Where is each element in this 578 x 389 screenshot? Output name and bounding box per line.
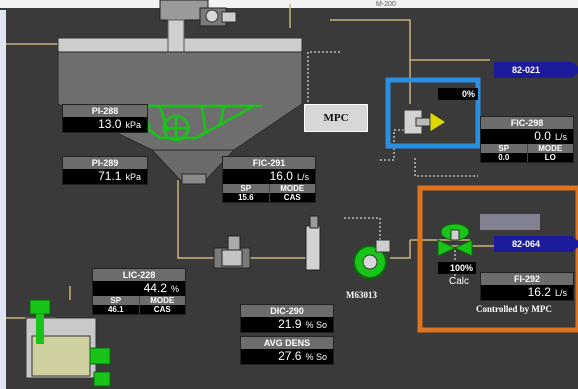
sp-value: 0.0 [481,153,527,162]
arrow-tag-bottom[interactable]: 82-064 [494,236,578,252]
valve-top-output: 0% [438,88,478,100]
value-number: 44.2 [143,281,167,295]
mode-label: MODE [527,144,573,153]
mpc-button[interactable]: MPC [304,104,368,132]
mode-label: MODE [139,296,185,305]
value-unit: % [170,284,179,294]
blurred-label [480,214,540,230]
top-window-strip [0,0,578,8]
faceplate-avg-dens[interactable]: AVG DENS 27.6% So [240,336,334,365]
top-equipment-label: M-200 [376,1,396,8]
faceplate-value: 44.2% [93,281,185,296]
faceplate-tag: LIC-228 [93,269,185,281]
inline-valve-icon[interactable] [213,235,251,269]
arrow-tag-top[interactable]: 82-021 [494,62,578,78]
faceplate-value: 27.6% So [241,349,333,364]
value-number: 27.6 [278,349,302,363]
density-meter-icon [305,215,321,271]
value-number: 13.0 [98,117,122,131]
sp-value: 46.1 [93,305,139,314]
faceplate-tag: FI-292 [481,273,573,285]
faceplate-tag: PI-289 [63,157,147,169]
faceplate-tag: DIC-290 [241,305,333,317]
value-number: 21.9 [278,317,302,331]
faceplate-value: 21.9% So [241,317,333,332]
orange-highlight-box [417,185,578,333]
value-unit: L/s [296,172,309,182]
value-unit: % So [305,352,327,362]
value-unit: kPa [125,120,141,130]
sp-label: SP [223,184,269,193]
signal-lines [307,51,478,276]
value-number: 0.0 [534,129,551,143]
value-unit: L/s [554,288,567,298]
value-number: 71.1 [98,169,122,183]
sp-label: SP [481,144,527,153]
faceplate-tag: AVG DENS [241,337,333,349]
value-unit: kPa [125,172,141,182]
faceplate-tag: FIC-298 [481,117,573,129]
pump-label: M63013 [346,290,377,300]
value-unit: % So [305,320,327,330]
left-window-strip [0,10,6,389]
mode-value: CAS [139,305,185,314]
value-number: 16.2 [527,285,551,299]
valve-fv-292-icon[interactable] [437,223,473,257]
calc-label: Calc [449,276,470,287]
mode-value: LO [527,153,573,162]
mode-label: MODE [269,184,315,193]
sp-label: SP [93,296,139,305]
valve-bottom-output: 100% [438,262,476,274]
sp-value: 15.6 [223,193,269,202]
value-number: 16.0 [269,169,293,183]
valve-fcv-298-icon[interactable] [403,109,447,135]
bottom-left-equipment [25,299,111,387]
faceplate-tag: FIC-291 [223,157,315,169]
pump-m63013-icon[interactable] [353,239,391,279]
value-unit: L/s [554,132,567,142]
blue-highlight-box [385,77,481,149]
faceplate-dic-290[interactable]: DIC-290 21.9% So [240,304,334,333]
mode-value: CAS [269,193,315,202]
controlled-by-label: Controlled by MPC [476,304,552,314]
faceplate-tag: PI-288 [63,105,147,117]
